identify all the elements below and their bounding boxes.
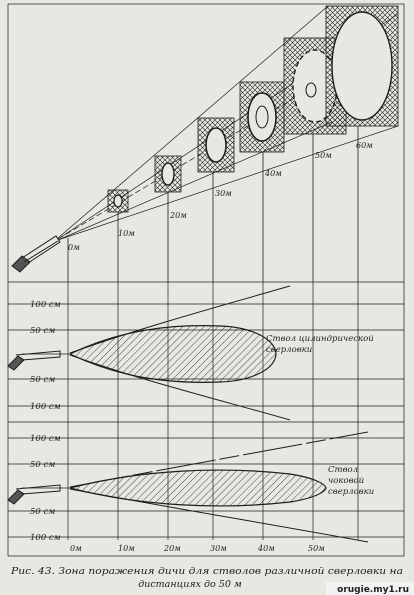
cyl-ylabel-100-top: 100 см [30, 300, 61, 310]
choke-panel-label-2: чоковой [328, 476, 364, 486]
kill-zone-choke [69, 469, 327, 507]
target-30m [197, 117, 235, 173]
panel-cylindrical: 100 см 50 см 50 см 100 см Ствол цилиндри… [7, 285, 374, 421]
spread-upper-cylindrical [69, 285, 291, 354]
distance-label-50: 50м [315, 151, 332, 160]
distance-label-40: 40м [264, 169, 282, 178]
distance-label-10: 10м [118, 229, 135, 238]
x-tick-30: 30м [210, 544, 227, 553]
panel-choke: 100 см 50 см 50 см 100 см Ствол чоковой … [7, 431, 374, 543]
gun-icon [7, 484, 61, 505]
gun-icon [11, 235, 61, 273]
choke-ylabel-100-bottom: 100 см [30, 533, 61, 543]
target-40m [239, 81, 285, 153]
cyl-ylabel-50-bottom: 50 см [30, 375, 55, 385]
cyl-ylabel-50-top: 50 см [30, 326, 55, 336]
perspective-drawing: 0м 10м 20м 30м 40м 50м 60м [11, 5, 399, 282]
x-tick-10: 10м [118, 544, 135, 553]
choke-ylabel-50-bottom: 50 см [30, 507, 55, 517]
distance-label-0: 0м [68, 243, 80, 252]
distance-label-60: 60м [356, 141, 373, 150]
choke-panel-label-1: Ствол [328, 465, 358, 475]
distance-label-20: 20м [169, 211, 187, 220]
watermark-box [326, 582, 414, 595]
caption-line-2: дистанциях до 50 м [138, 579, 242, 590]
gun-icon [7, 350, 61, 371]
x-tick-40: 40м [257, 544, 275, 553]
figure-frame [7, 3, 405, 557]
choke-panel-label-3: сверловки [328, 487, 374, 497]
x-tick-50: 50м [308, 544, 325, 553]
target-20m [154, 155, 182, 193]
x-tick-0: 0м [70, 544, 82, 553]
cyl-ylabel-100-bottom: 100 см [30, 402, 61, 412]
cyl-panel-label-2: сверловки [266, 345, 312, 355]
choke-ylabel-50-top: 50 см [30, 460, 55, 470]
cyl-panel-label-1: Ствол цилиндрической [266, 334, 374, 344]
caption-line-1: Рис. 43. Зона поражения дичи для стволов… [10, 566, 404, 577]
target-60m [325, 5, 399, 127]
target-10m [107, 189, 129, 213]
spread-upper-choke [69, 431, 369, 488]
kill-zone-cylindrical [68, 325, 277, 383]
x-tick-20: 20м [163, 544, 181, 553]
x-axis: 0м 10м 20м 30м 40м 50м [70, 544, 325, 553]
watermark: orugie.my1.ru [337, 585, 409, 595]
distance-label-30: 30м [215, 189, 232, 198]
spread-lower-choke [69, 488, 369, 543]
spread-lower-cylindrical [69, 354, 291, 421]
choke-ylabel-100-top: 100 см [30, 434, 61, 444]
